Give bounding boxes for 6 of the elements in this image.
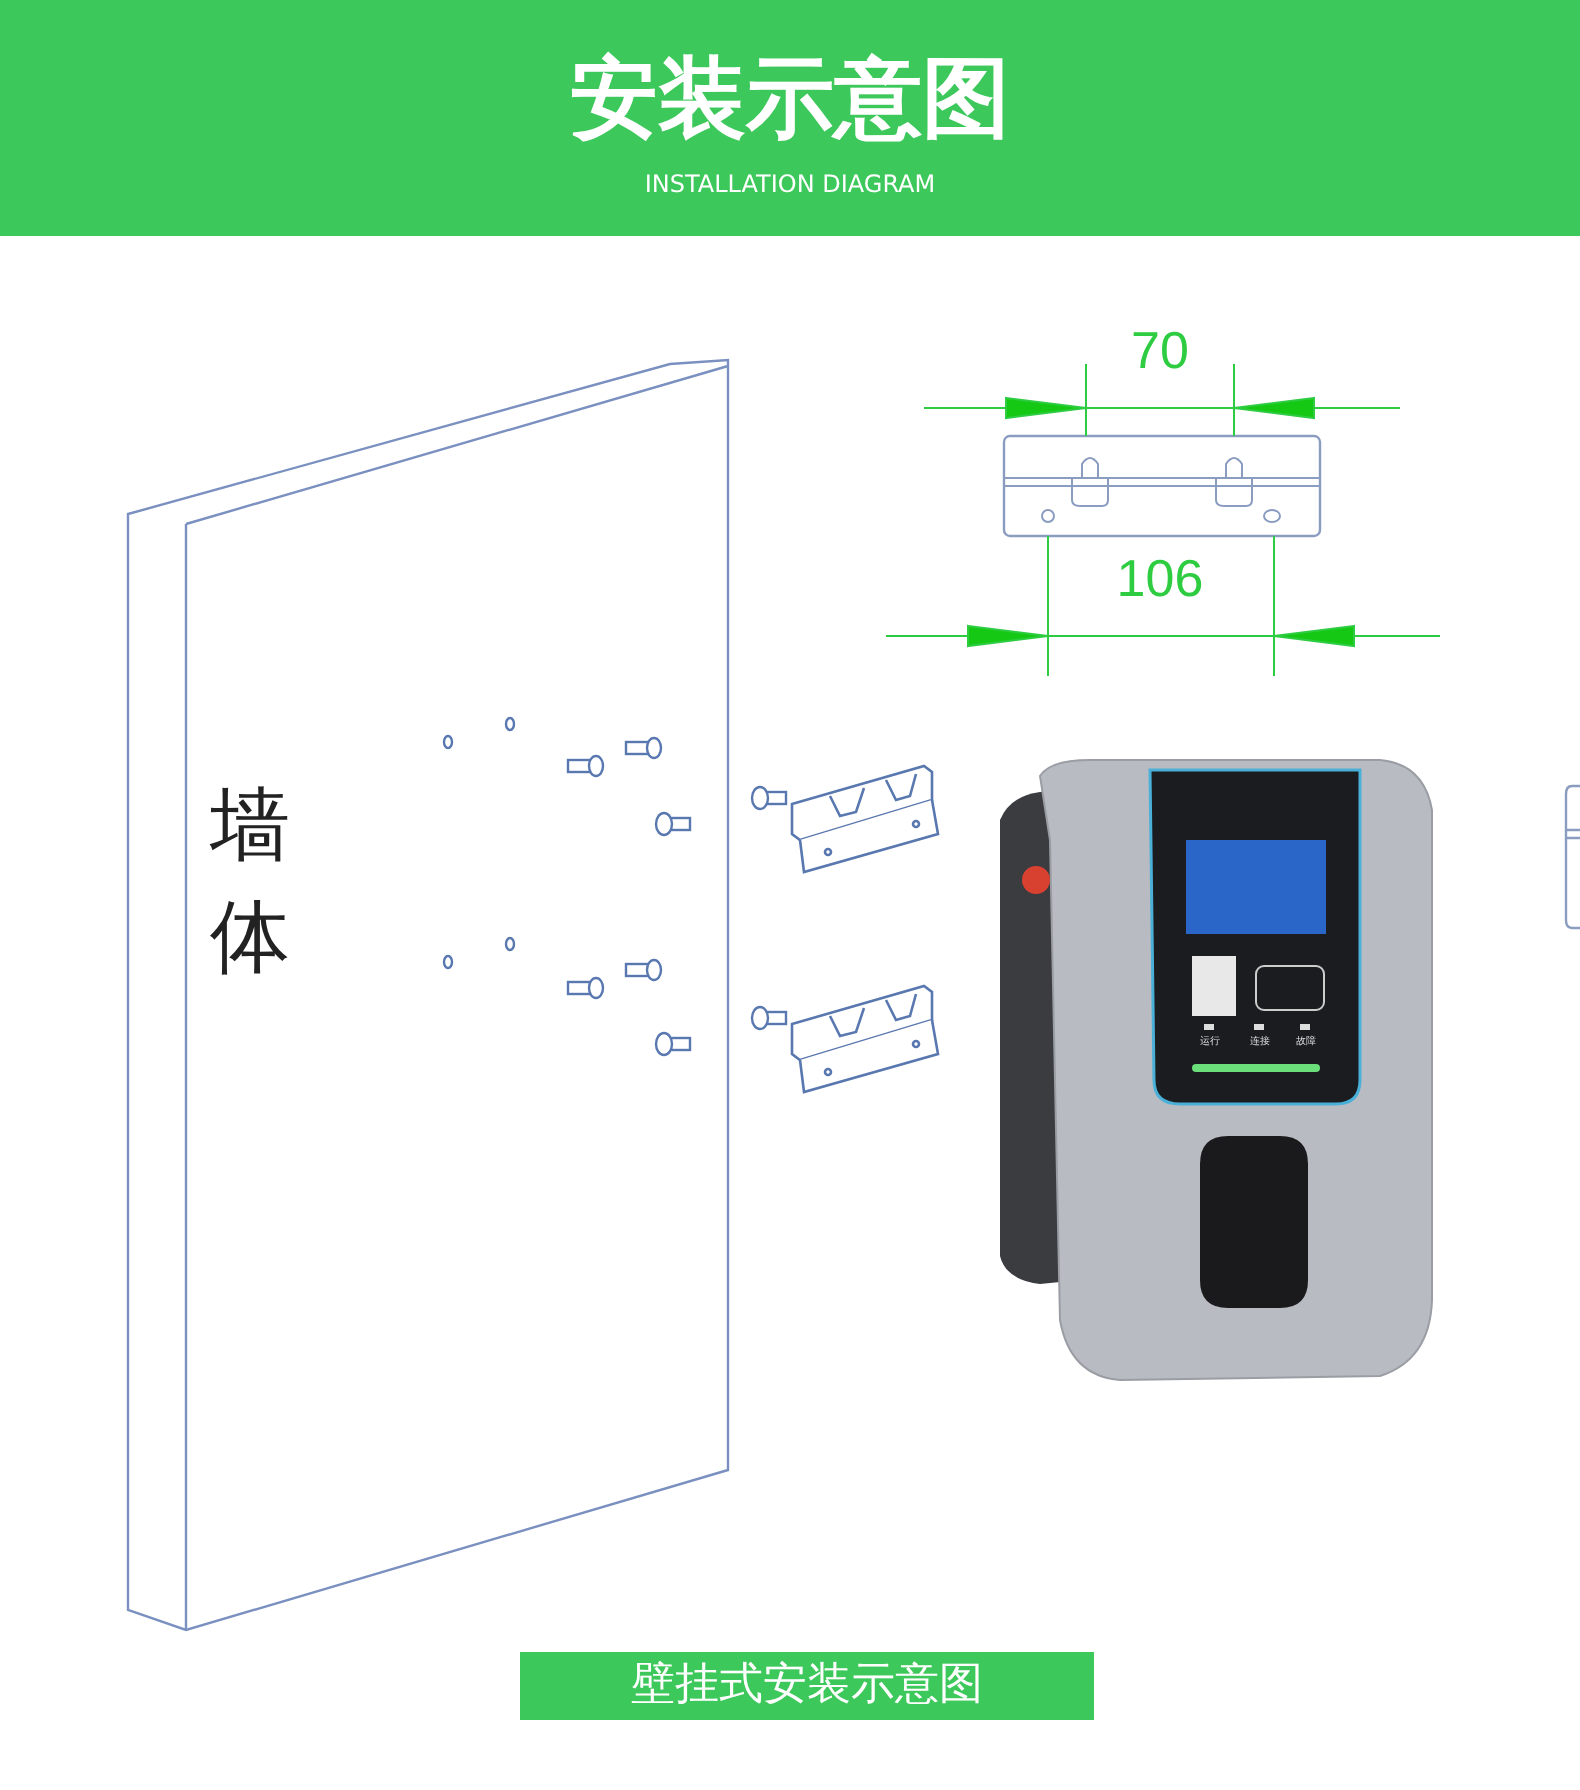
title: 安装示意图	[568, 46, 1012, 154]
caption-banner: 壁挂式安装示意图	[520, 1652, 1094, 1720]
dimension-label: 106	[1114, 548, 1206, 608]
subtitle: INSTALLATION DIAGRAM	[642, 168, 938, 200]
wall-label: 墙体	[210, 778, 292, 988]
dimension-label: 70	[1129, 320, 1191, 380]
